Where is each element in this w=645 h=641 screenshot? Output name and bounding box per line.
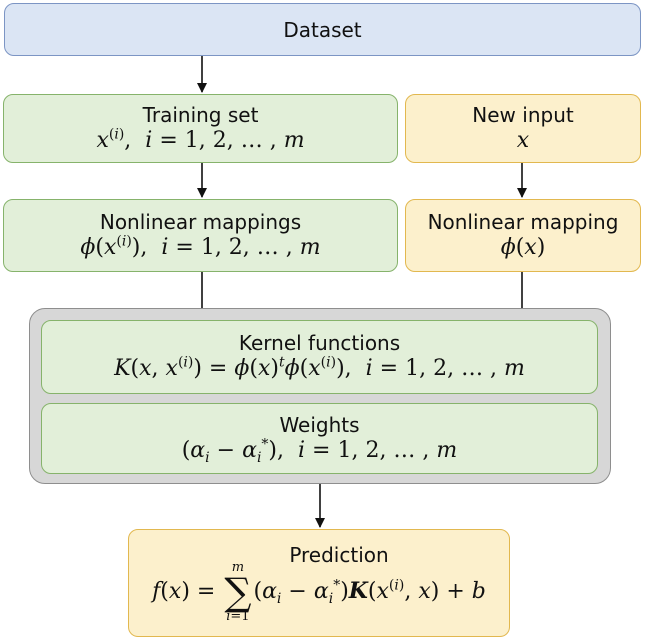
nonlinear-mappings-title: Nonlinear mappings xyxy=(99,209,302,234)
prediction-title: Prediction xyxy=(289,543,389,567)
weights-formula: (αi − αi*), i = 1, 2, … , m xyxy=(181,436,458,466)
dataset-box: Dataset xyxy=(4,3,641,56)
new-input-title: New input xyxy=(472,102,574,127)
dataset-title: Dataset xyxy=(283,17,362,42)
nonlinear-mapping-title: Nonlinear mapping xyxy=(427,209,619,234)
kernel-functions-formula: K(x, x(i)) = ϕ(x)tϕ(x(i)), i = 1, 2, … ,… xyxy=(114,354,525,381)
nonlinear-mappings-box: Nonlinear mappings ϕ(x(i)), i = 1, 2, … … xyxy=(3,199,398,272)
new-input-box: New input x xyxy=(405,94,641,163)
training-set-title: Training set xyxy=(142,102,259,127)
weights-title: Weights xyxy=(279,412,360,437)
new-input-formula: x xyxy=(516,127,530,153)
nonlinear-mapping-box: Nonlinear mapping ϕ(x) xyxy=(405,199,641,272)
training-set-formula: x(i), i = 1, 2, … , m xyxy=(96,126,305,153)
weights-box: Weights (αi − αi*), i = 1, 2, … , m xyxy=(41,403,598,474)
training-set-box: Training set x(i), i = 1, 2, … , m xyxy=(3,94,398,163)
kernel-functions-title: Kernel functions xyxy=(238,331,401,355)
prediction-formula: f(x) = m∑i=1(αi − αi*)K(x(i), x) + b xyxy=(152,560,486,624)
prediction-box: Prediction f(x) = m∑i=1(αi − αi*)K(x(i),… xyxy=(128,529,510,637)
nonlinear-mapping-formula: ϕ(x) xyxy=(500,234,546,260)
summation-symbol: m∑i=1 xyxy=(224,560,252,624)
kernel-functions-box: Kernel functions K(x, x(i)) = ϕ(x)tϕ(x(i… xyxy=(41,320,598,394)
nonlinear-mappings-formula: ϕ(x(i)), i = 1, 2, … , m xyxy=(80,233,321,260)
